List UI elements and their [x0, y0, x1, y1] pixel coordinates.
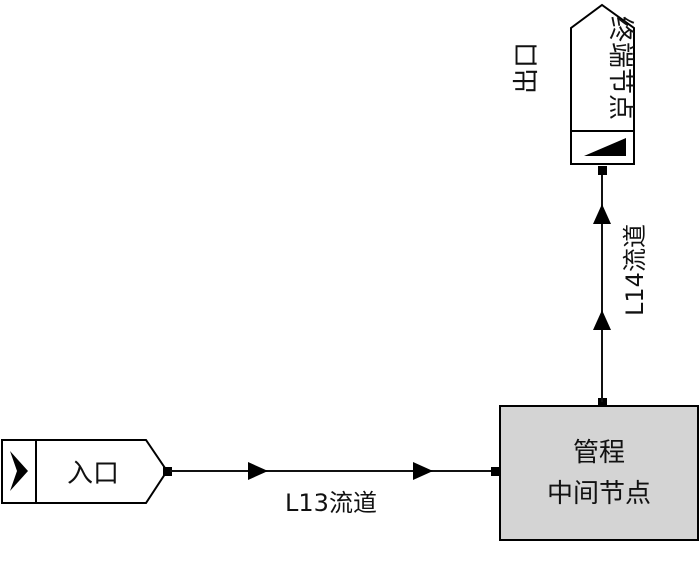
terminal-port: [598, 166, 607, 175]
mid-node[interactable]: 管程 中间节点: [499, 398, 699, 541]
flow-l13: L13流道: [170, 462, 500, 517]
terminal-node[interactable]: 终端节点 出口: [512, 3, 635, 175]
flow-arrow-icon: [413, 462, 433, 480]
terminal-node-shape: [570, 3, 635, 165]
terminal-node-label: 终端节点: [605, 16, 635, 120]
flow-arrow-icon: [593, 204, 611, 224]
mid-node-line1: 管程: [573, 438, 625, 468]
mid-node-outlet-port: [598, 398, 607, 407]
inlet-node-label: 入口: [67, 459, 119, 489]
flow-arrow-icon: [248, 462, 268, 480]
flow-l13-label: L13流道: [285, 489, 377, 517]
mid-node-inlet-port: [491, 467, 500, 476]
inlet-node-shape: [1, 439, 169, 504]
terminal-side-label: 出口: [512, 42, 542, 94]
flow-l14-label: L14流道: [621, 224, 649, 316]
terminal-indicator-icon: [584, 138, 626, 156]
mid-node-box: [499, 405, 699, 541]
flow-l14: L14流道: [593, 172, 649, 402]
mid-node-line2: 中间节点: [547, 479, 651, 509]
inlet-port: [163, 467, 172, 476]
inlet-arrow-icon: [10, 451, 28, 491]
inlet-node[interactable]: 入口: [1, 439, 172, 504]
flow-arrow-icon: [593, 310, 611, 330]
